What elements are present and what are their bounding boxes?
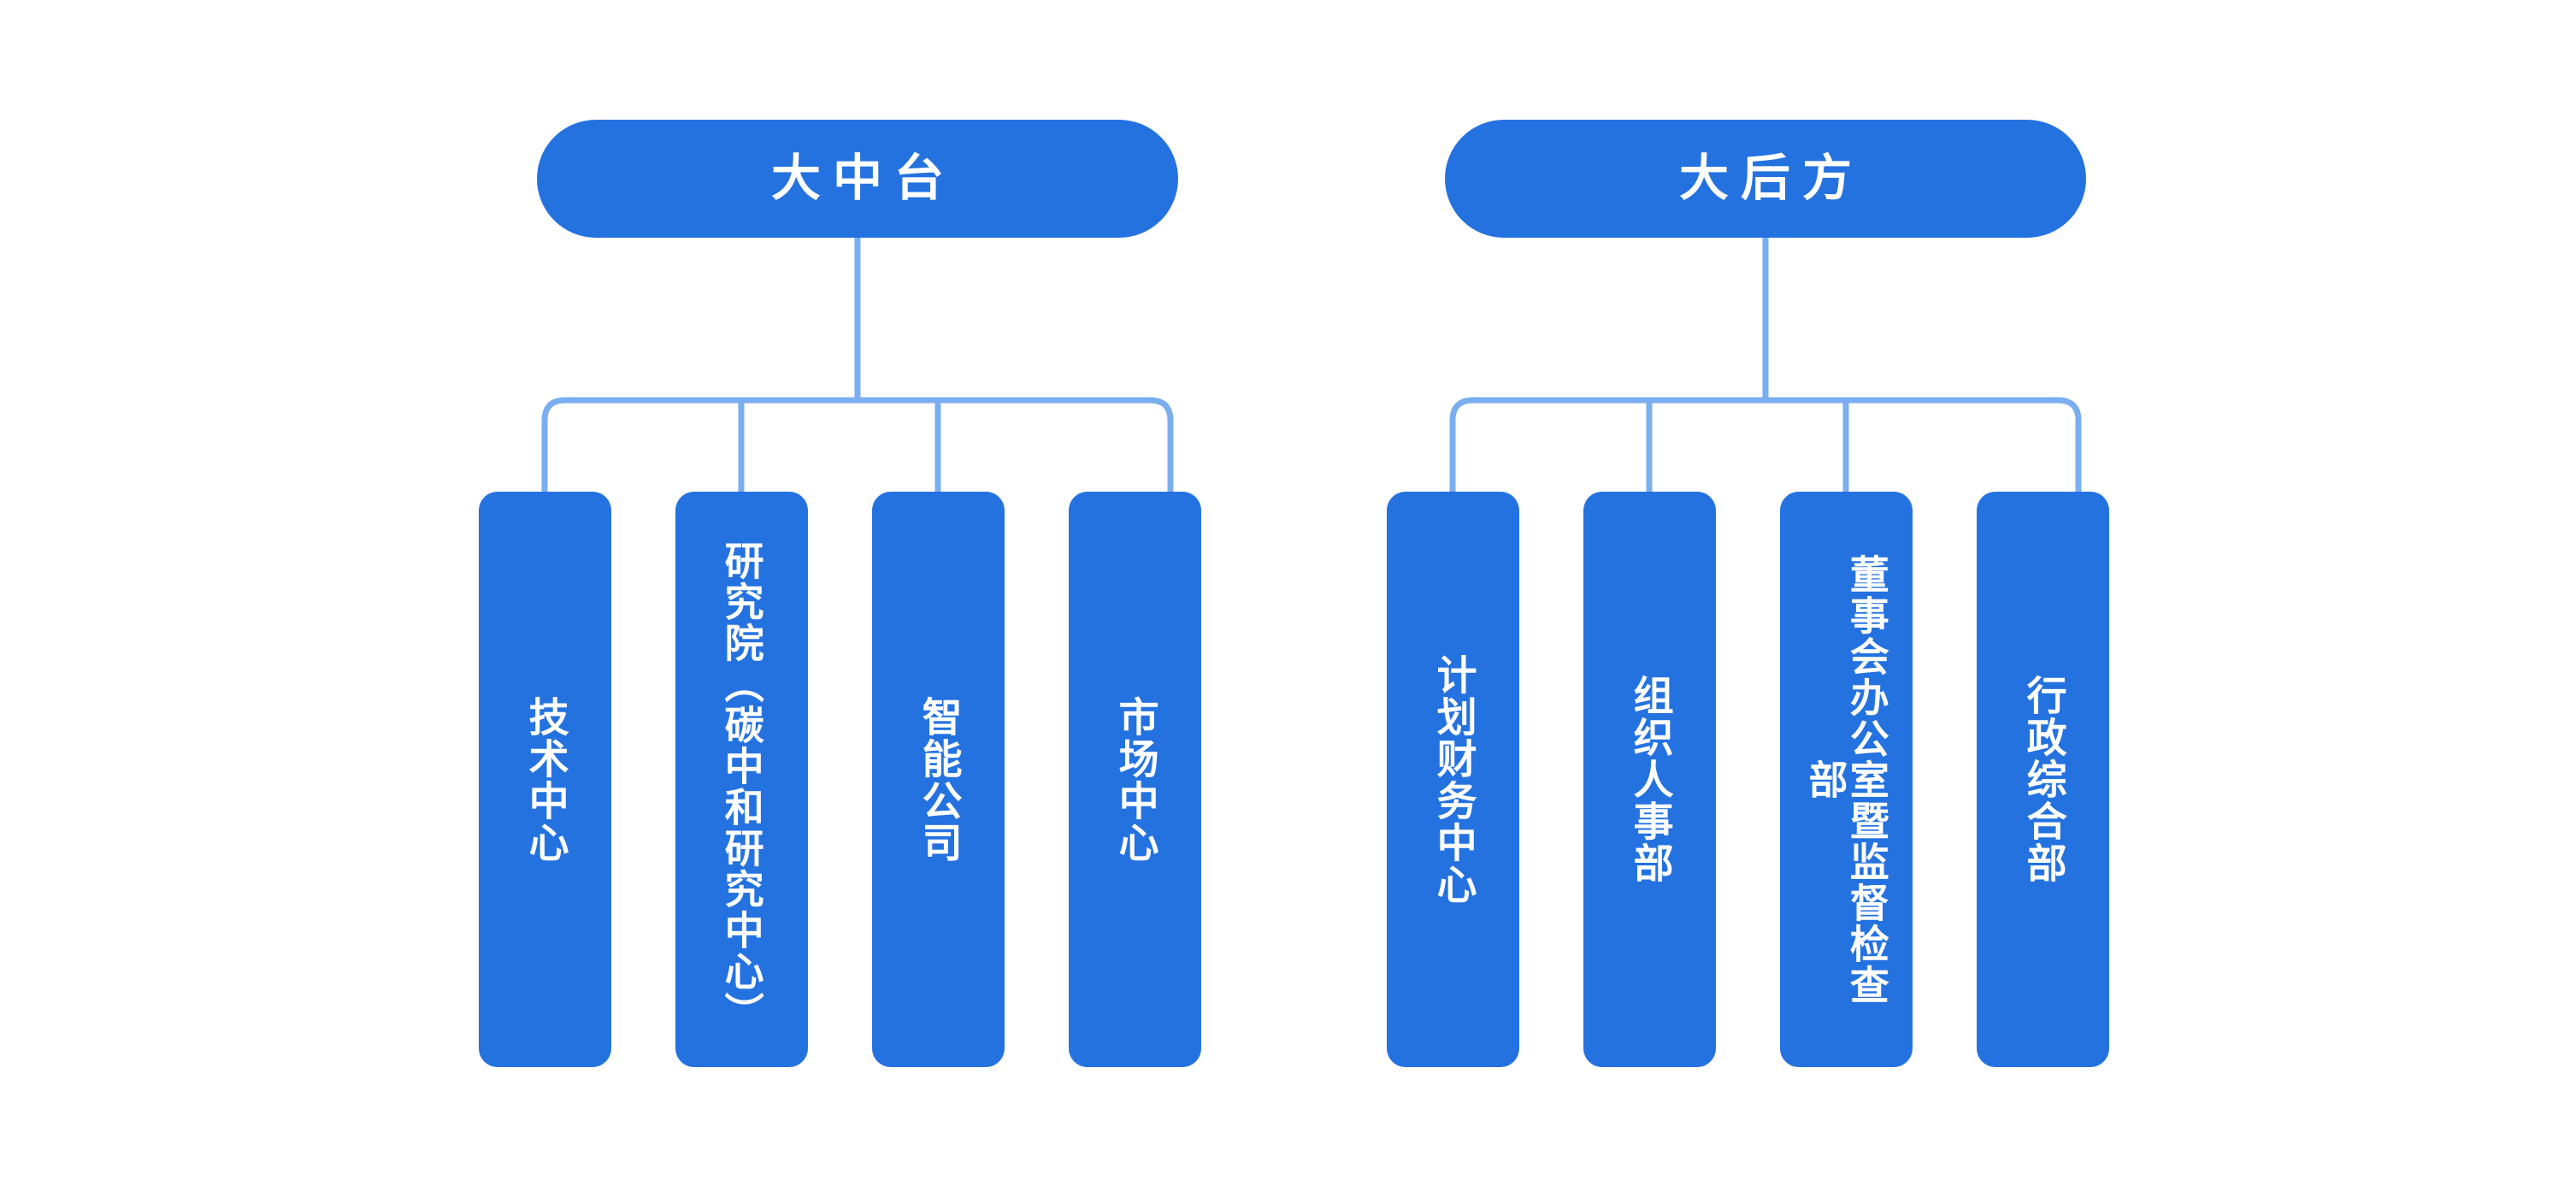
group-header-label: 大后方 [1678, 150, 1864, 206]
node-label: 董事会办公室暨监督检查部 [1803, 553, 1889, 1006]
node-label: 计划财务中心 [1430, 653, 1477, 906]
node-box-technology-center[interactable]: 技术中心 [479, 492, 611, 1067]
node-label: 市场中心 [1112, 695, 1158, 864]
node-label: 研究院（碳中和研究中心） [719, 540, 764, 1033]
node-box-research-institute[interactable]: 研究院（碳中和研究中心） [675, 492, 808, 1067]
node-box-intelligent-company[interactable]: 智能公司 [872, 492, 1005, 1067]
node-box-administration-dept[interactable]: 行政综合部 [1977, 492, 2109, 1067]
connector-bus-group-2 [1449, 397, 2082, 494]
node-box-board-office-supervision-dept[interactable]: 董事会办公室暨监督检查部 [1780, 492, 1913, 1067]
node-box-market-center[interactable]: 市场中心 [1069, 492, 1201, 1067]
connector-bus-group-1 [541, 397, 1174, 494]
node-label: 技术中心 [522, 695, 569, 864]
node-box-planning-finance-center[interactable]: 计划财务中心 [1387, 492, 1519, 1067]
group-header-label: 大中台 [770, 150, 956, 206]
group-header-da-zhong-tai[interactable]: 大中台 [537, 120, 1178, 238]
node-label: 行政综合部 [2020, 675, 2066, 884]
group-header-da-hou-fang[interactable]: 大后方 [1445, 120, 2086, 238]
node-label: 智能公司 [916, 695, 962, 864]
node-label: 组织人事部 [1627, 675, 1673, 884]
node-box-organization-personnel-dept[interactable]: 组织人事部 [1583, 492, 1716, 1067]
